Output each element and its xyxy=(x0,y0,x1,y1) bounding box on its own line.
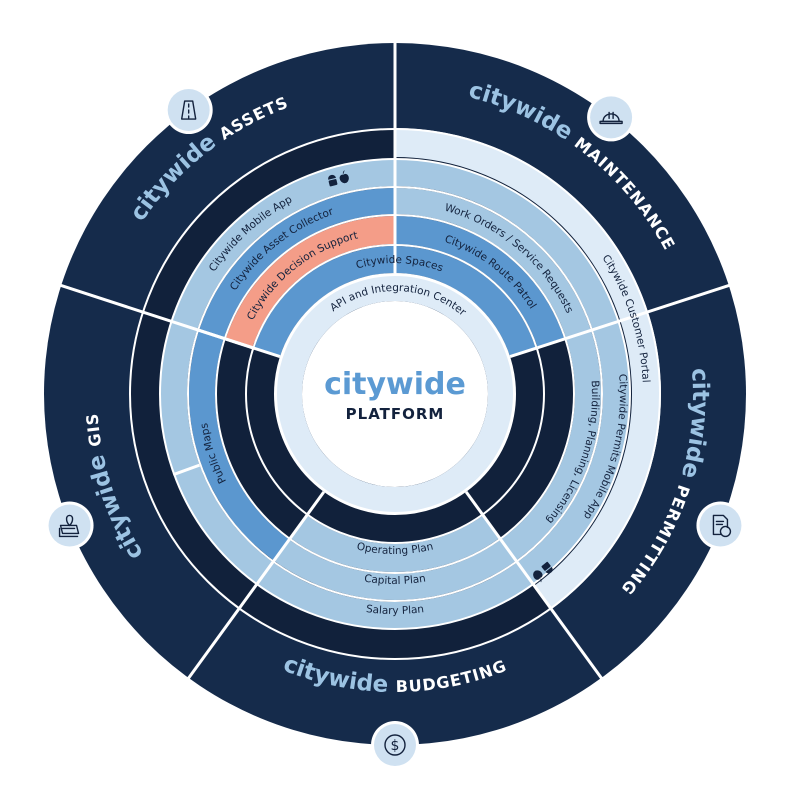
route-patrol-arc xyxy=(395,216,565,348)
spaces-arc xyxy=(254,246,536,357)
map-pin-icon xyxy=(45,501,94,550)
capital-plan-arc xyxy=(273,539,517,600)
permits-mobile-arc xyxy=(517,321,630,585)
permits-mobile-platform-icons xyxy=(533,561,553,583)
app-label-capital-plan: Capital Plan xyxy=(363,573,426,587)
salary-plan-arc xyxy=(256,562,534,630)
android-icon xyxy=(541,561,553,574)
segment-dividers xyxy=(59,42,731,680)
work-orders-arc xyxy=(395,188,591,339)
apple-icon xyxy=(339,170,349,184)
public-maps-arc xyxy=(189,330,290,561)
hard-hat-icon xyxy=(587,93,636,142)
platform-center: citywide PLATFORM xyxy=(302,301,488,487)
app-rings xyxy=(160,128,662,630)
apple-icon xyxy=(533,570,543,583)
asset-collector-arc xyxy=(199,188,395,339)
operating-plan-arc xyxy=(290,515,500,572)
android-icon xyxy=(328,174,338,187)
road-icon xyxy=(164,86,213,135)
center-brand-text: citywide xyxy=(324,367,466,402)
mobile-app-arc xyxy=(160,159,395,475)
dollar-icon: $ xyxy=(371,721,419,769)
maintenance-outer-arc xyxy=(395,159,619,330)
customer-portal-arc xyxy=(395,128,662,610)
decision-support-arc xyxy=(225,216,395,348)
svg-text:$: $ xyxy=(391,738,400,754)
gis-outer-arc xyxy=(174,465,273,585)
app-label-salary-plan: Salary Plan xyxy=(365,603,424,617)
center-platform-text: PLATFORM xyxy=(346,405,445,423)
module-label-budgeting: citywide BUDGETING xyxy=(280,651,510,698)
mobile-app-platform-icons xyxy=(328,170,349,187)
document-badge-icon xyxy=(696,501,745,550)
building-planning-arc xyxy=(500,330,601,561)
module-icons: $ xyxy=(45,86,745,769)
app-label-operating-plan: Operating Plan xyxy=(356,541,435,558)
